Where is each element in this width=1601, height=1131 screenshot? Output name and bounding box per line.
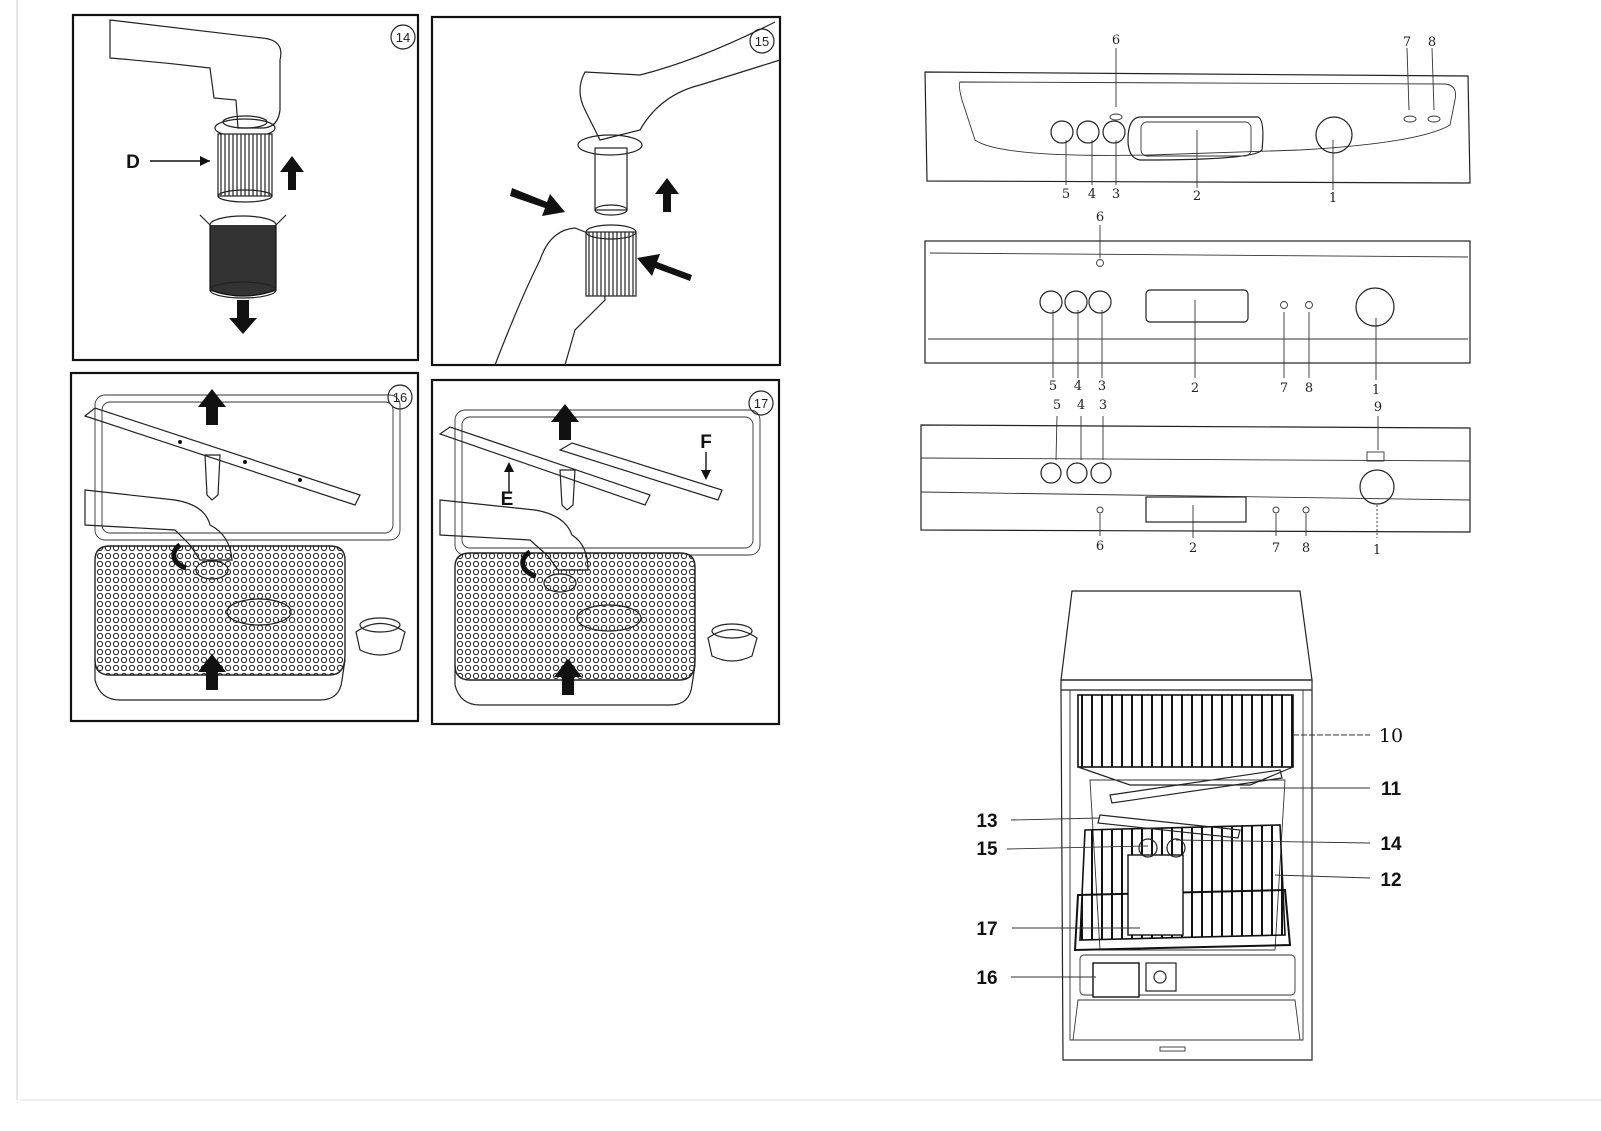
label-f: F	[700, 432, 712, 453]
panel-c-label-1: 1	[1373, 543, 1381, 558]
figure-15-separate-filters: 15	[430, 15, 782, 367]
control-panel-c: 5 4 3 9 6 2 7 8 1	[920, 398, 1471, 558]
figure-number-15: 15	[755, 34, 769, 49]
figure-number-14: 14	[396, 30, 410, 45]
callout-17: 17	[976, 919, 997, 940]
panel-b-label-2: 2	[1191, 381, 1199, 396]
callout-10: 10	[1379, 725, 1403, 747]
panel-a-label-2: 2	[1193, 189, 1201, 204]
panel-c-label-2: 2	[1189, 541, 1197, 556]
panel-a-label-6: 6	[1112, 33, 1120, 48]
panel-c-label-7: 7	[1272, 541, 1280, 556]
panel-a-label-4: 4	[1088, 187, 1096, 202]
dishwasher-overview: 13 15 17 16 10 11 14 12	[976, 590, 1403, 1061]
label-d: D	[126, 152, 140, 173]
figure-14-remove-filter: 14 D	[71, 13, 420, 362]
panel-b-label-6: 6	[1096, 210, 1104, 225]
callout-13: 13	[976, 811, 997, 832]
panel-b-label-7: 7	[1280, 381, 1288, 396]
callout-11: 11	[1381, 779, 1402, 800]
callout-12: 12	[1380, 870, 1401, 891]
panel-c-label-9: 9	[1374, 400, 1382, 415]
figure-number-17: 17	[754, 396, 768, 411]
callout-14: 14	[1380, 834, 1402, 855]
panel-a-label-3: 3	[1112, 187, 1120, 202]
panel-a-label-7: 7	[1403, 35, 1411, 50]
control-panel-a: 6 7 8 5 4 3 2 1	[924, 33, 1471, 206]
callout-15: 15	[976, 839, 998, 860]
panel-b-label-4: 4	[1074, 379, 1082, 394]
panel-b-label-8: 8	[1305, 381, 1313, 396]
panel-a-label-1: 1	[1329, 191, 1337, 206]
figure-17-spray-arms-e-f: 17 E F	[430, 378, 781, 726]
panel-b-label-5: 5	[1049, 379, 1057, 394]
figure-number-16: 16	[393, 390, 407, 405]
control-panel-b: 6 5 4 3 2 7 8 1	[924, 210, 1471, 398]
panel-b-label-1: 1	[1372, 383, 1380, 398]
panel-a-label-8: 8	[1428, 35, 1436, 50]
label-e: E	[501, 489, 514, 510]
panel-b-label-3: 3	[1098, 379, 1106, 394]
panel-c-label-6: 6	[1096, 539, 1104, 554]
panel-a-label-5: 5	[1062, 187, 1070, 202]
figure-16-remove-spray-arm-and-filter: 16	[69, 371, 420, 723]
callout-16: 16	[976, 968, 997, 989]
panel-c-label-3: 3	[1099, 398, 1107, 413]
panel-c-label-8: 8	[1302, 541, 1310, 556]
panel-c-label-4: 4	[1077, 398, 1085, 413]
panel-c-label-5: 5	[1053, 398, 1061, 413]
